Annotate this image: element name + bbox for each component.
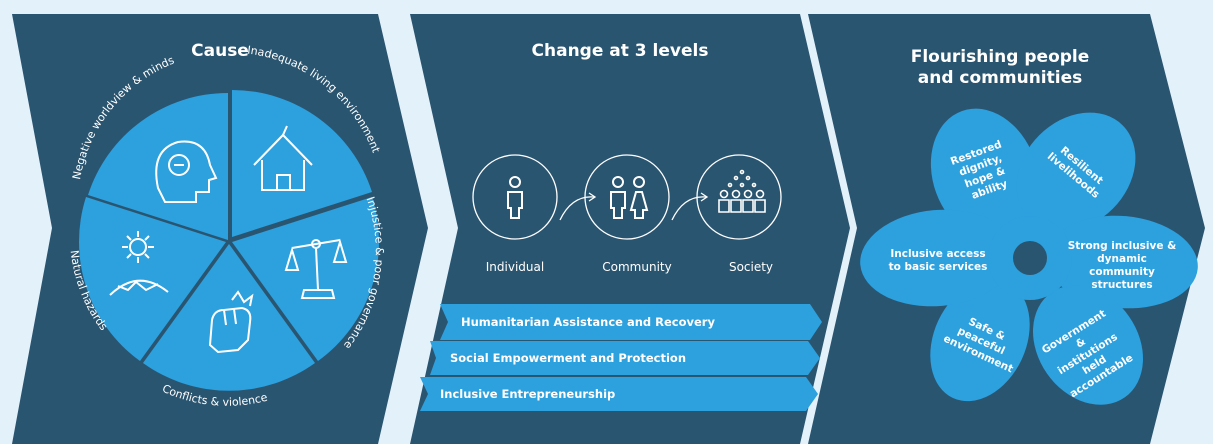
label-natural-hazards: Natural hazards bbox=[68, 249, 111, 333]
crowd-icon bbox=[718, 169, 766, 213]
petal-inclusive-access bbox=[860, 209, 1016, 307]
level-label-individual: Individual bbox=[485, 260, 545, 274]
label-conflicts: Conflicts & violence bbox=[160, 382, 269, 409]
flourishing-title-line1: Flourishing people bbox=[910, 47, 1090, 67]
cause-title: Cause bbox=[191, 41, 249, 61]
head-icon bbox=[155, 140, 218, 203]
bar-label-entrepreneurship: Inclusive Entrepreneurship bbox=[440, 387, 616, 401]
petal-strong-inclusive bbox=[1046, 215, 1198, 309]
svg-text:Natural hazards: Natural hazards bbox=[68, 249, 111, 333]
level-label-society: Society bbox=[728, 260, 774, 274]
level-circle-individual bbox=[472, 154, 558, 240]
petal-resilient-livelihoods bbox=[1016, 112, 1136, 232]
change-title: Change at 3 levels bbox=[531, 41, 709, 61]
fist-icon bbox=[208, 290, 254, 354]
wedge-natural-hazards bbox=[79, 197, 227, 361]
flourishing-title-line2: and communities bbox=[917, 68, 1083, 88]
person-icon bbox=[507, 176, 523, 219]
bar-humanitarian bbox=[440, 304, 822, 340]
wedge-negative-worldview bbox=[88, 92, 228, 240]
cause-wheel bbox=[79, 89, 379, 391]
petal-label-inclusive-access: Inclusive access to basic services bbox=[888, 248, 988, 273]
wedge-conflicts bbox=[143, 244, 315, 391]
couple-icon bbox=[610, 176, 649, 219]
wedge-injustice bbox=[232, 197, 379, 361]
bar-label-social: Social Empowerment and Protection bbox=[450, 351, 687, 365]
petal-safe-peaceful bbox=[930, 278, 1030, 402]
house-icon bbox=[253, 125, 313, 191]
flower bbox=[860, 108, 1198, 405]
earth-icon bbox=[109, 231, 169, 296]
bar-social bbox=[430, 341, 820, 375]
label-negative-worldview: Negative worldview & minds bbox=[70, 54, 176, 181]
petal-government bbox=[1032, 285, 1144, 405]
bar-entrepreneurship bbox=[420, 377, 818, 411]
wedge-inadequate-living bbox=[232, 89, 372, 237]
bar-label-humanitarian: Humanitarian Assistance and Recovery bbox=[461, 315, 715, 329]
level-label-community: Community bbox=[602, 260, 672, 274]
level-circles bbox=[472, 154, 782, 240]
svg-text:Conflicts & violence: Conflicts & violence bbox=[160, 382, 269, 409]
petal-restored-dignity bbox=[930, 108, 1040, 242]
svg-text:Injustice & poor governance: Injustice & poor governance bbox=[341, 195, 386, 352]
label-injustice: Injustice & poor governance bbox=[341, 195, 386, 352]
arrow-individual-community bbox=[559, 196, 595, 221]
flower-hole bbox=[1013, 241, 1047, 275]
arrow-community-society bbox=[671, 196, 707, 221]
petal-label-strong-inclusive: Strong inclusive & dynamic community str… bbox=[1067, 240, 1177, 291]
scales-icon bbox=[284, 238, 348, 299]
svg-text:Negative worldview & minds: Negative worldview & minds bbox=[70, 54, 176, 181]
